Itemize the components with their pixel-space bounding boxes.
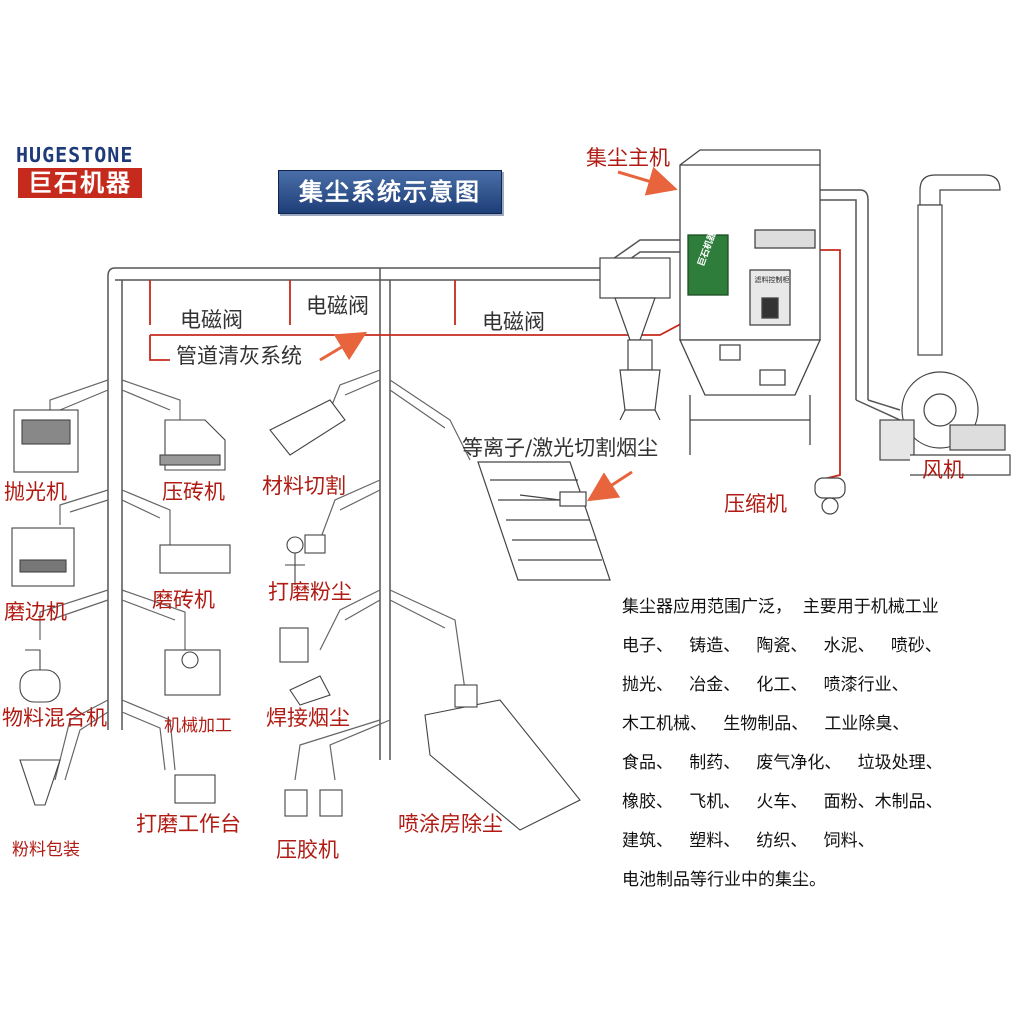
middle-branches	[294, 369, 471, 781]
label-valve-3: 电磁阀	[482, 310, 545, 334]
label-valve-1: 电磁阀	[180, 308, 243, 332]
info-line: 建筑、 塑料、 纺织、 饲料、	[622, 831, 875, 851]
info-line: 木工机械、 生物制品、 工业除臭、	[622, 714, 910, 734]
diagram-title: 集尘系统示意图	[278, 170, 502, 214]
info-line: 电池制品等行业中的集尘。	[622, 870, 826, 890]
label-powder-packing: 粉料包装	[12, 840, 80, 860]
label-brick-grinding: 磨砖机	[152, 588, 215, 612]
collector-host	[678, 149, 822, 455]
label-spray-booth: 喷涂房除尘	[398, 812, 503, 836]
label-grinding-bench: 打磨工作台	[136, 812, 241, 836]
label-grinding-dust: 打磨粉尘	[268, 580, 352, 604]
press-sketch-1	[284, 789, 308, 817]
label-glue-press: 压胶机	[276, 838, 339, 862]
worker-sketch	[286, 536, 304, 554]
logo-chinese: 巨石机器	[18, 168, 142, 198]
label-host: 集尘主机	[586, 146, 670, 170]
tile-grinder-sketch	[159, 544, 231, 574]
label-compressor: 压缩机	[724, 492, 787, 516]
label-pipe-cleaning: 管道清灰系统	[176, 344, 302, 368]
info-line: 食品、 制药、 废气净化、 垃圾处理、	[622, 753, 943, 773]
hopper-sketch	[19, 759, 61, 806]
cutting-arrow	[586, 470, 633, 502]
edge-grinder-sketch	[11, 527, 75, 587]
label-polishing: 抛光机	[4, 480, 67, 504]
company-logo: HUGESTONE 巨石机器	[16, 142, 144, 198]
welder-sketch	[279, 627, 309, 663]
press-sketch-2	[319, 789, 343, 817]
logo-english: HUGESTONE	[16, 143, 134, 167]
fan-assembly	[879, 174, 1011, 476]
label-machining: 机械加工	[164, 716, 232, 736]
application-description: 集尘器应用范围广泛， 主要用于机械工业 电子、 铸造、 陶瓷、 水泥、 喷砂、 …	[622, 588, 1020, 900]
bench-sketch	[174, 774, 216, 804]
cutting-table	[477, 461, 611, 581]
control-box-label: 滤料控制柜	[754, 276, 790, 284]
cyclone	[599, 257, 671, 421]
label-material-mixer: 物料混合机	[2, 706, 107, 730]
label-brick-press: 压砖机	[162, 480, 225, 504]
main-duct	[107, 267, 630, 760]
compressor-unit	[814, 477, 846, 515]
left-branches	[39, 379, 186, 781]
label-plasma-laser: 等离子/激光切割烟尘	[462, 436, 659, 460]
host-duct	[599, 189, 901, 421]
info-line: 抛光、 冶金、 化工、 喷漆行业、	[622, 675, 909, 695]
label-valve-2: 电磁阀	[306, 294, 369, 318]
spray-booth-sketch	[424, 699, 581, 831]
info-line: 集尘器应用范围广泛， 主要用于机械工业	[622, 597, 939, 617]
host-pointer-arrow	[617, 166, 678, 196]
pointer-arrows	[319, 166, 678, 502]
mixer-sketch	[19, 669, 61, 703]
info-line: 橡胶、 飞机、 火车、 面粉、木制品、	[622, 792, 943, 812]
label-edge-grinding: 磨边机	[4, 600, 67, 624]
cutter-sketch	[269, 399, 346, 456]
pipe-cleaning-arrow	[319, 331, 368, 362]
label-welding-smoke: 焊接烟尘	[266, 706, 350, 730]
info-line: 电子、 铸造、 陶瓷、 水泥、 喷砂、	[622, 636, 942, 656]
label-material-cutting: 材料切割	[262, 474, 346, 498]
label-fan: 风机	[922, 458, 964, 482]
equipment-icons	[11, 399, 581, 831]
